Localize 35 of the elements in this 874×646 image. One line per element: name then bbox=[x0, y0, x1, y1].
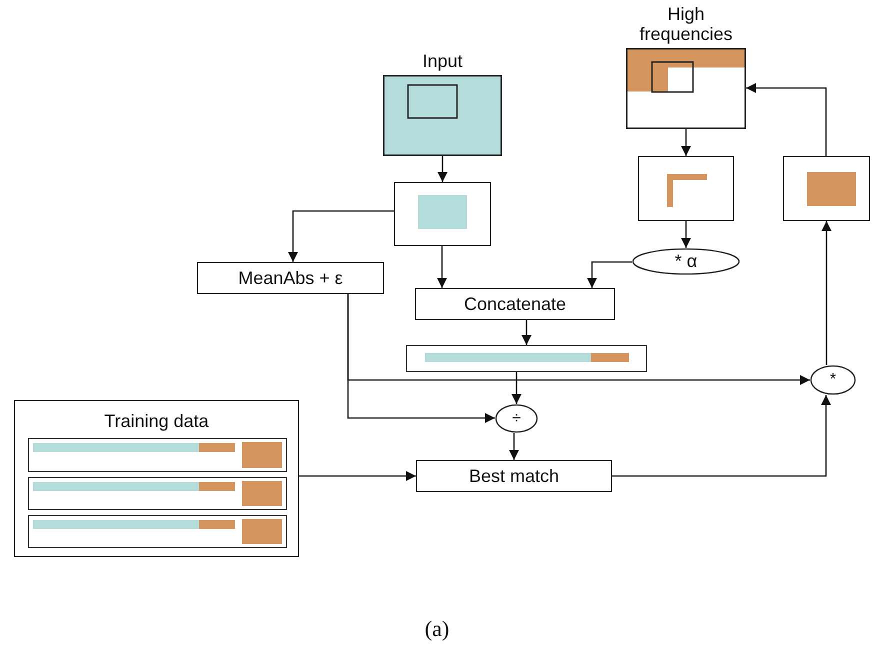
arrow bbox=[512, 372, 522, 404]
feature-bar bbox=[28, 515, 287, 548]
process-box bbox=[416, 460, 612, 492]
arrow bbox=[681, 129, 691, 156]
arrow bbox=[438, 156, 448, 182]
node-heading: Input bbox=[421, 50, 464, 73]
arrow bbox=[437, 246, 447, 288]
image-box bbox=[783, 156, 870, 221]
arrow bbox=[681, 221, 691, 248]
feature-bar bbox=[28, 477, 287, 510]
feature-bar bbox=[406, 345, 647, 372]
arrow bbox=[509, 433, 519, 460]
caption: (a) bbox=[424, 616, 450, 642]
box-label: MeanAbs + ε bbox=[238, 268, 343, 288]
arrow bbox=[612, 395, 831, 477]
arrow bbox=[299, 471, 416, 481]
arrow bbox=[288, 210, 394, 262]
box-label: Concatenate bbox=[464, 294, 566, 314]
arrow bbox=[347, 294, 810, 385]
operator-label: * bbox=[830, 371, 836, 389]
process-box bbox=[197, 262, 384, 294]
arrow bbox=[587, 261, 632, 288]
process-box bbox=[415, 288, 615, 320]
operator-label: ÷ bbox=[512, 410, 521, 428]
feature-bar bbox=[28, 438, 287, 472]
operator-label: * α bbox=[674, 251, 698, 272]
arrow bbox=[522, 320, 532, 345]
box-label: Best match bbox=[468, 466, 560, 486]
image-box bbox=[394, 182, 491, 246]
arrow bbox=[822, 221, 832, 365]
arrow bbox=[746, 83, 827, 156]
node-heading: High frequencies bbox=[638, 3, 734, 46]
panel bbox=[14, 400, 299, 557]
panel-heading: Training data bbox=[103, 411, 210, 432]
image-box bbox=[638, 156, 734, 221]
